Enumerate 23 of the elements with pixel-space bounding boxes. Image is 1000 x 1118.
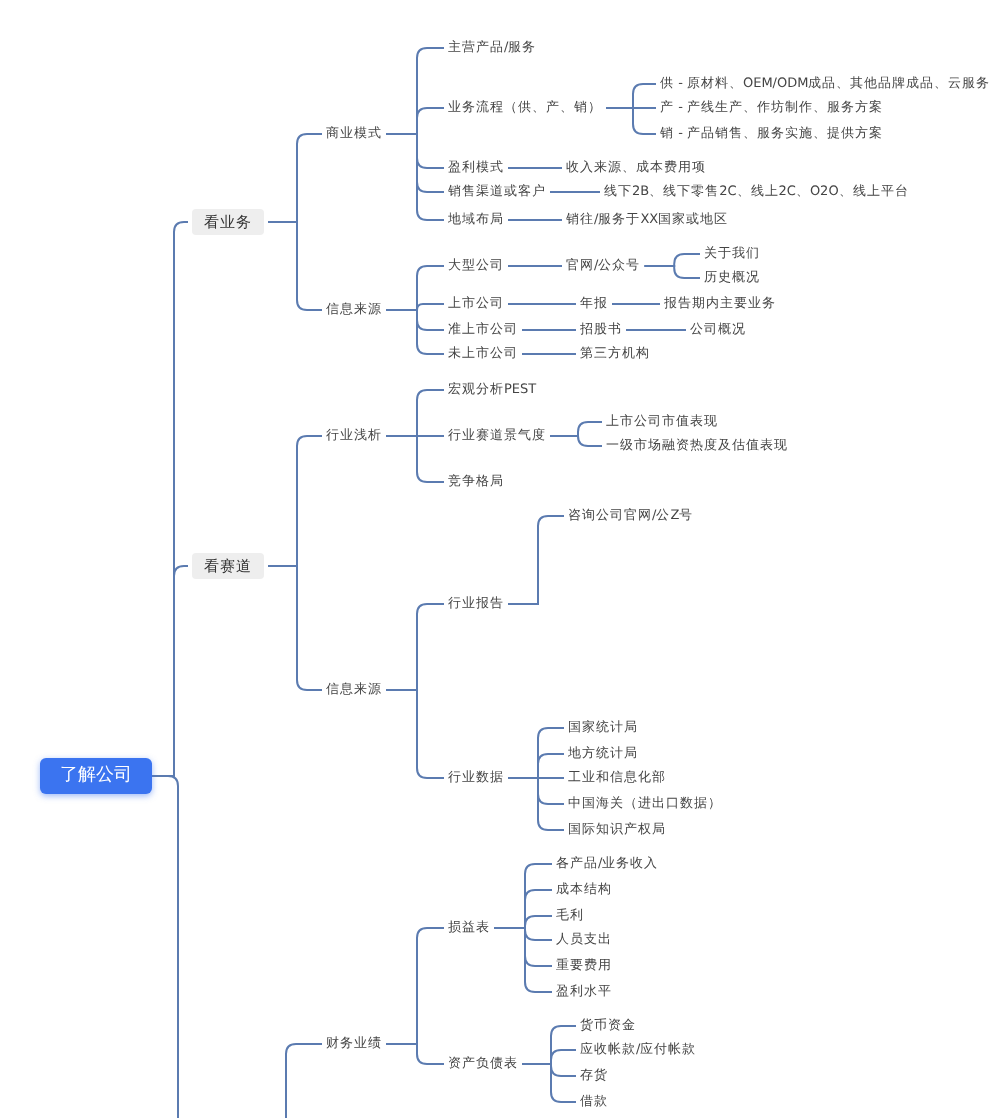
connector-line — [605, 107, 657, 135]
connector-line — [521, 1063, 577, 1103]
connector-line — [521, 353, 577, 355]
connector-line — [625, 329, 687, 331]
connector-line — [611, 303, 661, 305]
connector-line — [385, 689, 445, 779]
connector-line — [151, 775, 179, 1118]
connector-line — [385, 435, 445, 483]
root-topic-box: 了解公司 — [40, 758, 152, 794]
connector-line — [507, 167, 563, 169]
connector-line — [521, 329, 577, 331]
connector-line — [507, 265, 563, 267]
connector-line — [549, 191, 601, 193]
connector-line — [285, 1043, 323, 1118]
connector-line — [385, 133, 445, 221]
connector-line — [643, 265, 701, 279]
connector-line — [493, 927, 553, 993]
connector-line — [385, 309, 445, 355]
connector-line — [507, 777, 565, 831]
connector-line — [507, 303, 577, 305]
connector-line — [385, 1043, 445, 1065]
connector-line — [507, 219, 563, 221]
connector-line — [549, 435, 603, 447]
